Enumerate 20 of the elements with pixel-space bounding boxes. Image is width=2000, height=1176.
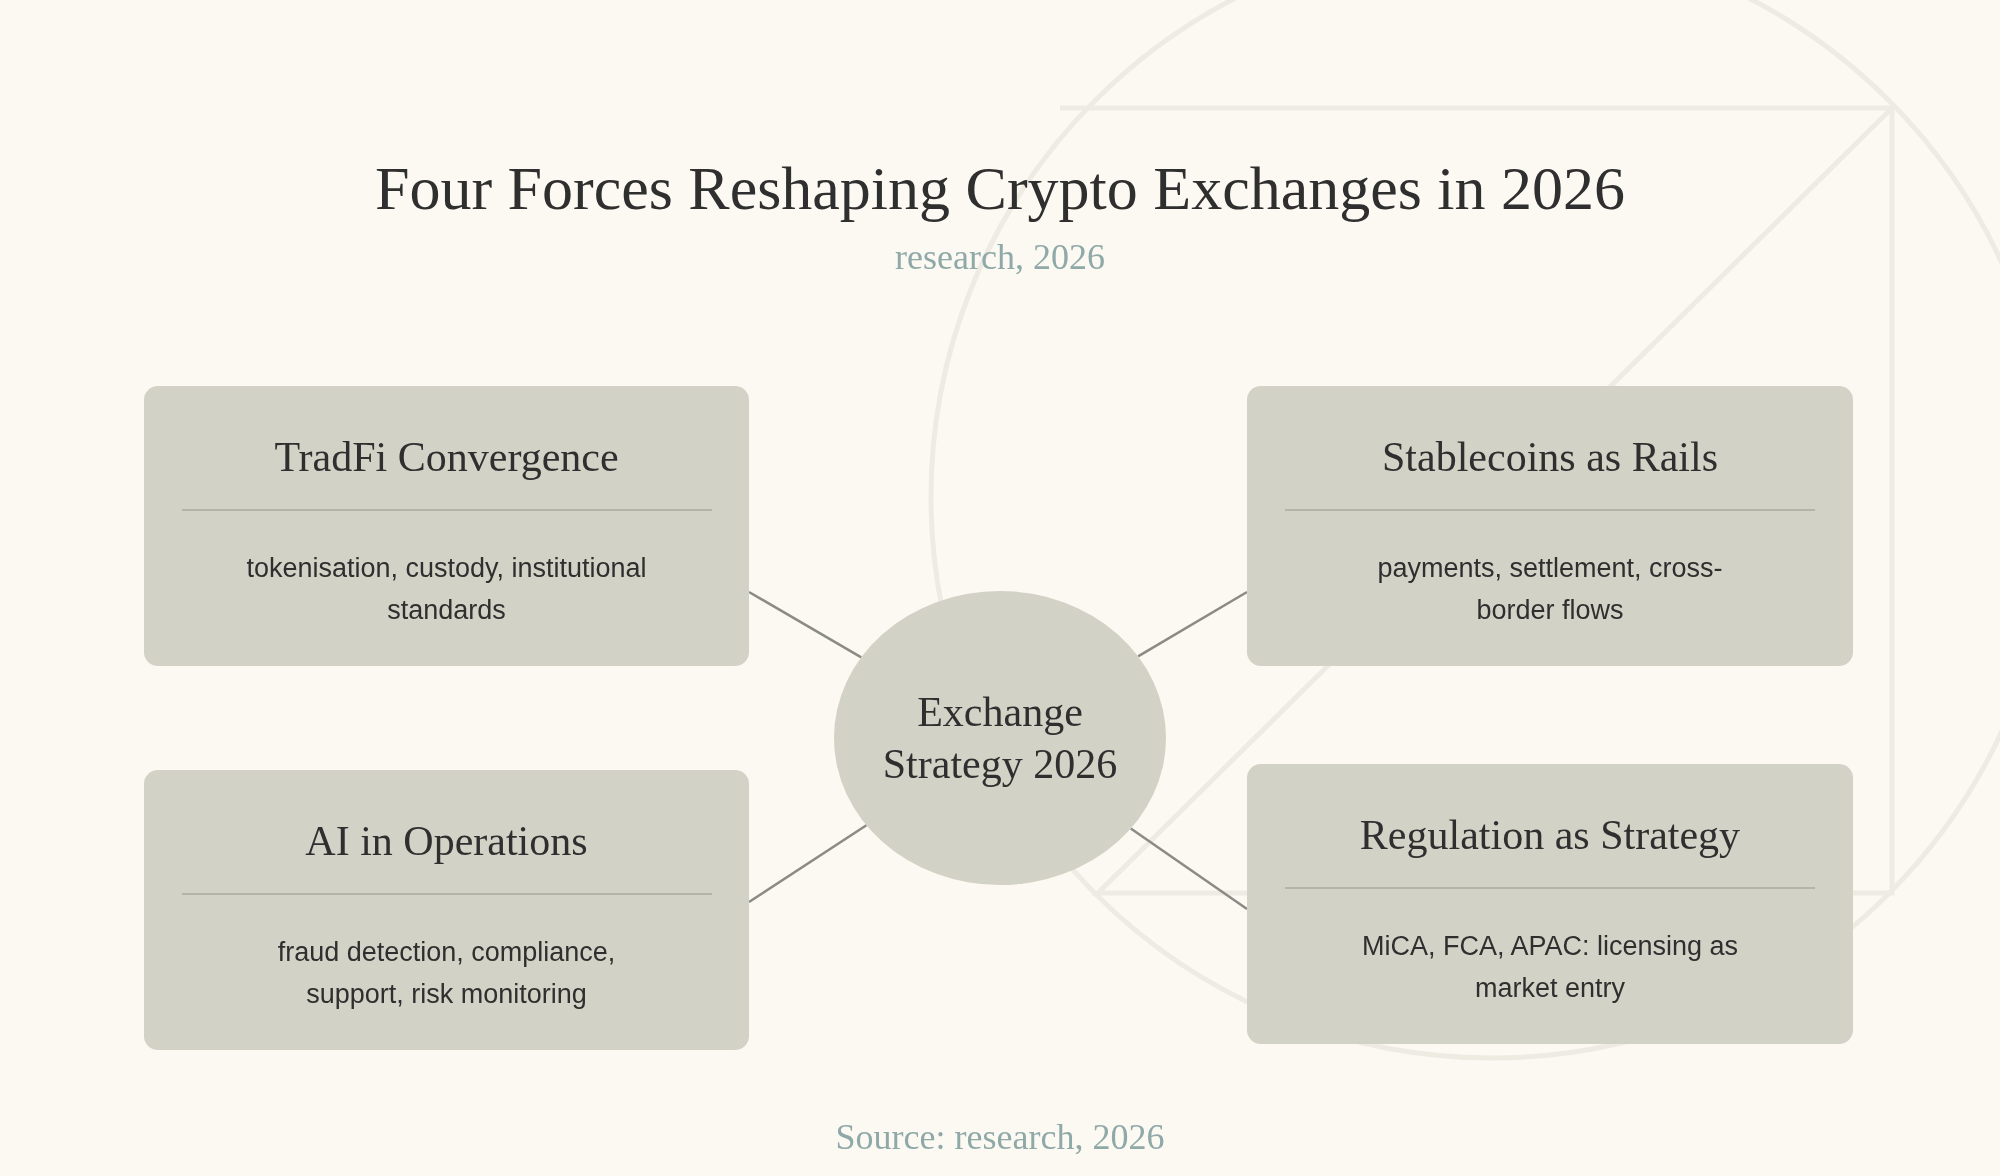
connector-line bbox=[1137, 590, 1248, 658]
source-note: Source: research, 2026 bbox=[834, 1116, 1166, 1159]
title: Four Forces Reshaping Crypto Exchanges in 2026 bbox=[373, 153, 1627, 224]
connector-line bbox=[748, 824, 868, 904]
card-heading: TradFi Convergence bbox=[274, 433, 619, 482]
subtitle: research, 2026 bbox=[894, 236, 1106, 279]
card-description: tokenisation, custody, institutional standards bbox=[245, 552, 648, 627]
card-heading: Regulation as Strategy bbox=[1359, 811, 1741, 860]
force-card bbox=[1247, 764, 1853, 1044]
force-card bbox=[1247, 386, 1853, 666]
card-description: payments, settlement, cross-border flows bbox=[1376, 552, 1724, 627]
force-card bbox=[144, 770, 749, 1050]
center-label: Exchange Strategy 2026 bbox=[881, 688, 1119, 789]
card-description: MiCA, FCA, APAC: licensing as market entry bbox=[1360, 930, 1740, 1005]
force-card bbox=[144, 386, 749, 666]
connector-line bbox=[748, 590, 862, 659]
connector-line bbox=[1130, 827, 1248, 911]
card-description: fraud detection, compliance, support, risk monitoring bbox=[276, 936, 617, 1011]
card-heading: AI in Operations bbox=[305, 817, 588, 866]
card-heading: Stablecoins as Rails bbox=[1382, 433, 1718, 482]
